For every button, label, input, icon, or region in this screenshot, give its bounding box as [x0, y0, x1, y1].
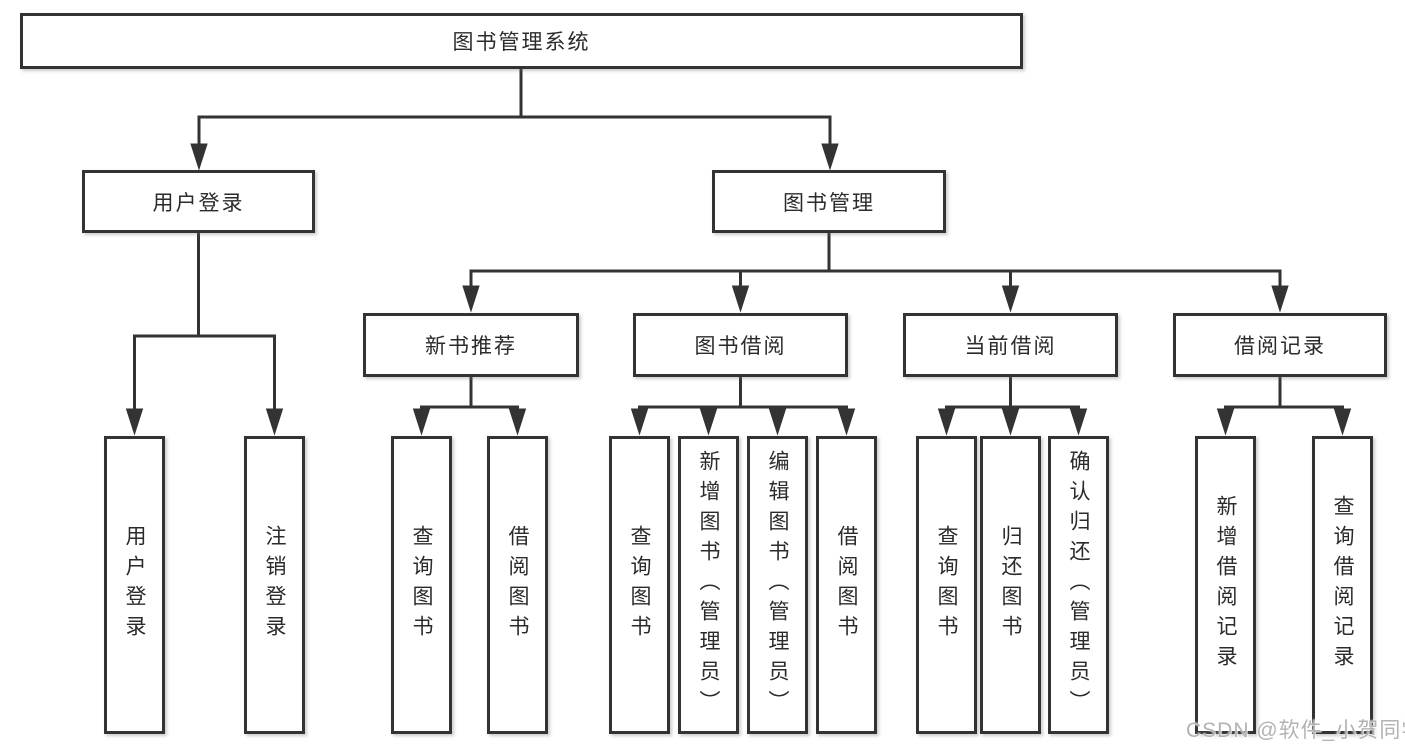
- leaf-logout: 注销登录: [244, 436, 305, 734]
- leaf-label: 确认归还（管理员）: [1067, 450, 1090, 720]
- leaf-borrow-query-books: 查询图书: [609, 436, 670, 734]
- leaf-label: 新增借阅记录: [1214, 495, 1237, 675]
- node-borrowing-records: 借阅记录: [1173, 313, 1387, 377]
- leaf-label: 查询借阅记录: [1331, 495, 1354, 675]
- leaf-label: 借阅图书: [835, 525, 858, 645]
- leaf-current-confirm-return-admin: 确认归还（管理员）: [1048, 436, 1109, 734]
- leaf-label: 新增图书（管理员）: [697, 450, 720, 720]
- csdn-watermark: CSDN @软件_小贺同学: [1186, 719, 1405, 742]
- node-user-login: 用户登录: [82, 170, 315, 233]
- connector-book-management-branch: [462, 231, 1289, 313]
- leaf-label: 查询图书: [410, 525, 433, 645]
- leaf-label: 借阅图书: [506, 525, 529, 645]
- leaf-borrow-borrow-books: 借阅图书: [816, 436, 877, 734]
- connector-borrow-record-branch: [1216, 375, 1352, 436]
- leaf-label: 用户登录: [123, 525, 146, 645]
- node-book-borrowing: 图书借阅: [633, 313, 848, 377]
- leaf-label: 查询图书: [628, 525, 651, 645]
- node-current-borrowing: 当前借阅: [903, 313, 1118, 377]
- connector-user-login-branch: [125, 231, 284, 436]
- leaf-borrow-edit-books-admin: 编辑图书（管理员）: [747, 436, 808, 734]
- leaf-current-return-books: 归还图书: [980, 436, 1041, 734]
- leaf-record-query: 查询借阅记录: [1312, 436, 1373, 734]
- node-book-management: 图书管理: [712, 170, 946, 233]
- leaf-label: 编辑图书（管理员）: [766, 450, 789, 720]
- leaf-borrow-add-books-admin: 新增图书（管理员）: [678, 436, 739, 734]
- leaf-current-query-books: 查询图书: [916, 436, 977, 734]
- connector-book-borrow-branch: [630, 375, 856, 436]
- leaf-label: 注销登录: [263, 525, 286, 645]
- leaf-user-login: 用户登录: [104, 436, 165, 734]
- leaf-label: 归还图书: [999, 525, 1022, 645]
- leaf-label: 查询图书: [935, 525, 958, 645]
- connector-new-book-branch: [412, 375, 527, 436]
- node-new-book-recommend: 新书推荐: [363, 313, 579, 377]
- leaf-record-add: 新增借阅记录: [1195, 436, 1256, 734]
- node-root-system: 图书管理系统: [20, 13, 1023, 69]
- connector-current-borrow-branch: [937, 375, 1088, 436]
- leaf-new-book-query: 查询图书: [391, 436, 452, 734]
- connector-root-branch: [190, 67, 839, 171]
- leaf-new-book-borrow: 借阅图书: [487, 436, 548, 734]
